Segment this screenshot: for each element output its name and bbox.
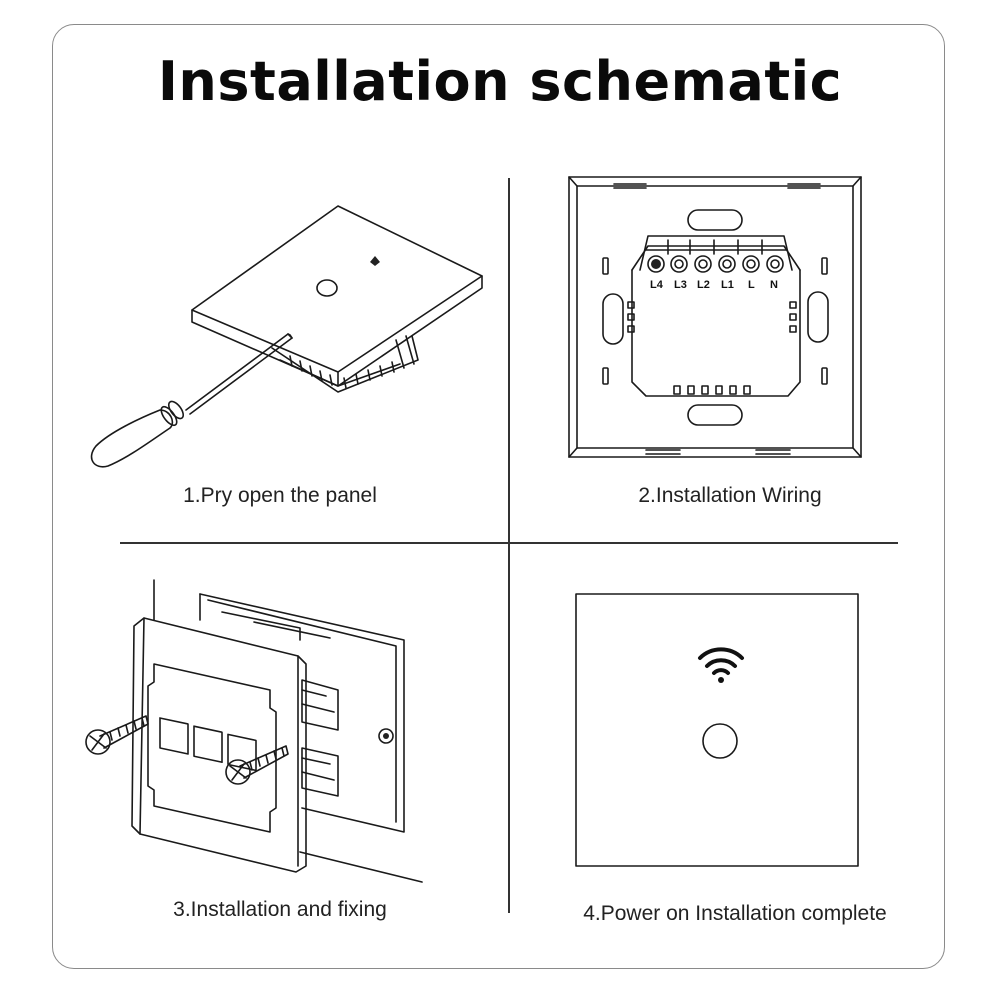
step-1-caption: 1.Pry open the panel: [183, 484, 377, 507]
terminal-label-n: N: [770, 279, 778, 291]
terminal-label-l2: L2: [697, 279, 710, 291]
terminal-block: [645, 239, 787, 273]
vertical-divider: [508, 178, 510, 913]
step-3-caption: 3.Installation and fixing: [173, 898, 387, 921]
horizontal-divider: [120, 542, 898, 544]
outer-frame: [52, 24, 945, 969]
terminal-label-l1: L1: [721, 279, 734, 291]
touch-button-icon: [702, 723, 738, 759]
screwdriver-icon: [90, 333, 293, 468]
step-4-caption: 4.Power on Installation complete: [583, 902, 887, 925]
terminal-label-l3: L3: [674, 279, 687, 291]
wifi-icon: [698, 647, 744, 683]
wifi-dot-icon: [370, 256, 380, 266]
touch-button-icon: [316, 279, 338, 297]
screw-icon: [225, 745, 289, 785]
screw-icon: [85, 715, 149, 755]
terminal-label-l: L: [748, 279, 755, 291]
terminal-label-l4: L4: [650, 279, 664, 291]
step-2-caption: 2.Installation Wiring: [638, 484, 822, 507]
page-title: Installation schematic: [157, 50, 843, 113]
